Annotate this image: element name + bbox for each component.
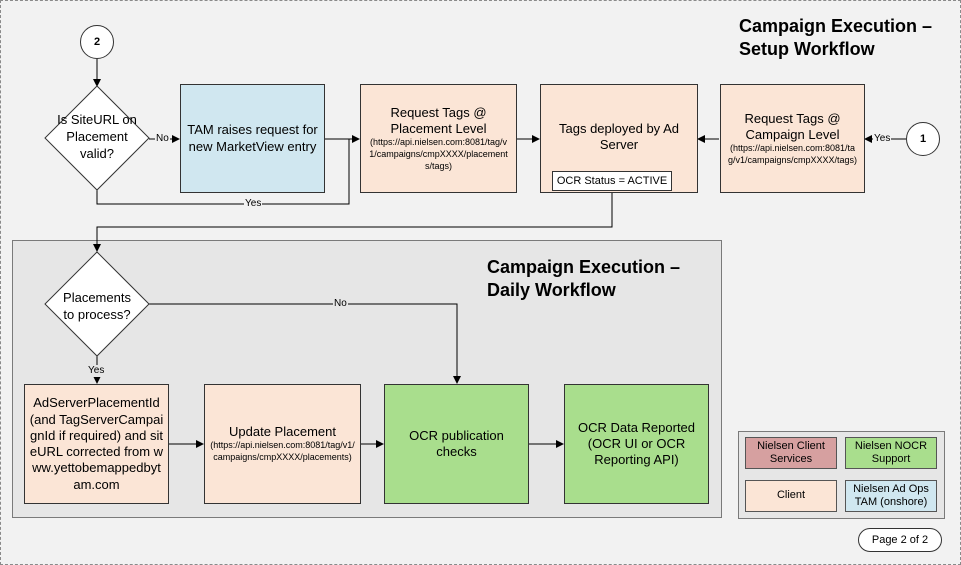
ocr-publication-checks-box: OCR publication checks <box>384 384 529 504</box>
request-campaign-tags-box: Request Tags @ Campaign Level (https://a… <box>720 84 865 193</box>
end-connector: 1 <box>906 122 940 156</box>
start-connector: 2 <box>80 25 114 59</box>
edge-label-no: No <box>155 133 170 145</box>
tam-request-label: TAM raises request for new MarketView en… <box>187 122 318 154</box>
edge-siteurl-yes <box>96 139 350 205</box>
ocr-status-badge: OCR Status = ACTIVE <box>552 171 672 191</box>
update-placement-box: Update Placement (https://api.nielsen.co… <box>204 384 361 504</box>
siteurl-decision-shape <box>44 85 150 191</box>
tam-request-box: TAM raises request for new MarketView en… <box>180 84 325 193</box>
legend-client: Client <box>745 480 837 512</box>
placements-decision-shape <box>44 251 150 357</box>
edge-label-yes-in: Yes <box>873 133 892 145</box>
siteurl-decision-label: Is SiteURL on Placement valid? <box>57 112 137 161</box>
adserver-fix-label: AdServerPlacementId (and TagServerCampai… <box>29 395 164 492</box>
page-number-badge: Page 2 of 2 <box>858 528 942 552</box>
legend-ad-ops-tam: Nielsen Ad Ops TAM (onshore) <box>845 480 937 512</box>
daily-title-line2: Daily Workflow <box>487 280 616 300</box>
adserver-fix-box: AdServerPlacementId (and TagServerCampai… <box>24 384 169 504</box>
setup-title-line2: Setup Workflow <box>739 39 875 59</box>
setup-title-line1: Campaign Execution – <box>739 16 933 36</box>
ocr-reported-label: OCR Data Reported (OCR UI or OCR Reporti… <box>577 419 696 468</box>
edge-deploy-to-daily <box>93 193 613 252</box>
legend-nocr-support: Nielsen NOCR Support <box>845 437 937 469</box>
request-campaign-label: Request Tags @ Campaign Level <box>744 110 841 142</box>
placements-decision-label: Placements to process? <box>63 290 131 322</box>
update-placement-label: Update Placement <box>229 424 336 440</box>
request-campaign-url: (https://api.nielsen.com:8081/tag/v1/cam… <box>727 143 858 165</box>
daily-title-line1: Campaign Execution – <box>487 257 681 277</box>
edge-label-yes-loop: Yes <box>244 198 263 210</box>
request-placement-label: Request Tags @ Placement Level <box>390 104 487 136</box>
ocr-data-reported-box: OCR Data Reported (OCR UI or OCR Reporti… <box>564 384 709 504</box>
update-placement-url: (https://api.nielsen.com:8081/tag/v1/cam… <box>210 440 355 463</box>
tags-deployed-label: Tags deployed by Ad Server <box>559 121 679 153</box>
request-placement-url: (https://api.nielsen.com:8081/tag/v1/cam… <box>369 137 508 171</box>
legend-client-services: Nielsen Client Services <box>745 437 837 469</box>
edge-placements-no <box>149 303 461 384</box>
request-placement-tags-box: Request Tags @ Placement Level (https://… <box>360 84 517 193</box>
edge-label-no-daily: No <box>333 298 348 310</box>
edge-label-yes-daily: Yes <box>87 365 106 377</box>
ocr-checks-label: OCR publication checks <box>409 427 504 459</box>
